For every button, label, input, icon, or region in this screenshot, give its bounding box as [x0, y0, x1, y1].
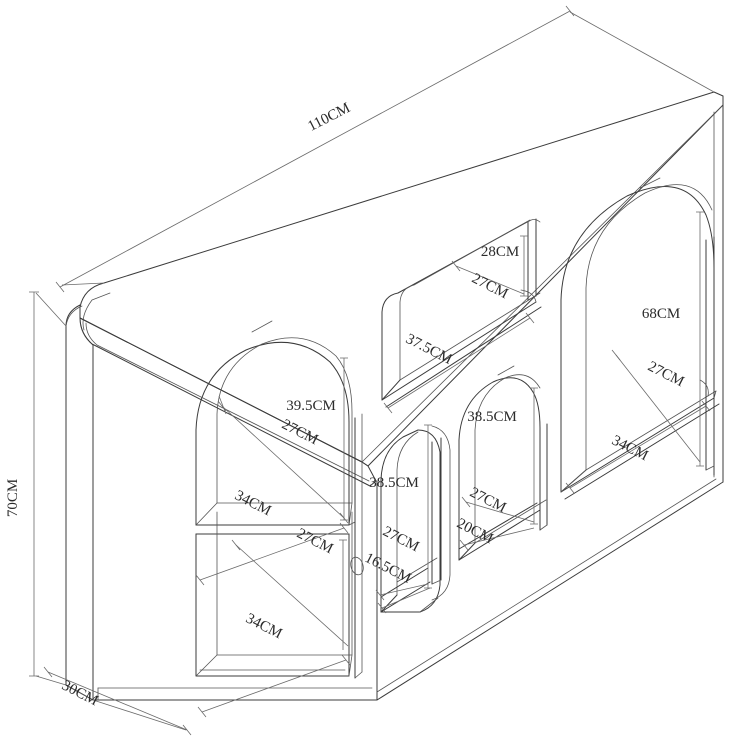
compartment-narrow-tall-cell — [380, 425, 451, 613]
cabinet-outer-body — [65, 91, 724, 701]
compartment-left-lower-box — [195, 511, 353, 677]
dim-34-left — [199, 527, 345, 581]
left-arch-front-profile — [195, 341, 350, 526]
cable-hole-icon — [350, 556, 364, 576]
dim-line-overall-width — [59, 10, 571, 288]
dimension-lines — [29, 5, 715, 736]
dim-label-overall-width: 110CM — [305, 100, 353, 135]
dim-label-mid-arch-depth: 27CM — [467, 485, 508, 517]
base-thickness — [65, 684, 373, 701]
dim-label-mid-arch-height: 38.5CM — [467, 409, 517, 425]
narrow-cell-front-profile — [380, 429, 419, 613]
dim-37-5 — [387, 317, 531, 409]
dim-label-narrow-cell-depth: 27CM — [380, 524, 421, 556]
dim-label-lower-left-width: 34CM — [243, 611, 284, 643]
dim-line-overall-depth — [47, 671, 188, 731]
dim-label-narrow-cell-width: 16.5CM — [362, 550, 413, 587]
vertical-dividers — [354, 413, 363, 679]
dim-label-right-arch-height: 68CM — [642, 306, 680, 322]
top-surface — [79, 91, 724, 467]
dim-label-overall-height: 70CM — [5, 479, 21, 517]
upper-mid-back-profile — [399, 219, 531, 381]
left-lower-front-opening — [195, 533, 350, 677]
left-arch-back-profile — [216, 337, 353, 504]
dim-label-lower-left-depth: 27CM — [294, 526, 335, 558]
dim-34-left-lower — [201, 659, 347, 713]
left-end-panel — [65, 304, 94, 701]
dim-label-left-arch-height: 39.5CM — [286, 398, 336, 414]
compartment-upper-mid-shelf — [381, 218, 542, 408]
dim-label-upper-mid-height: 28CM — [481, 244, 519, 260]
dim-label-narrow-cell-height: 38.5CM — [369, 475, 419, 491]
narrow-cell-back-profile — [396, 431, 419, 596]
upper-mid-right-jamb — [527, 218, 537, 301]
mid-arch-front-profile — [458, 377, 541, 561]
right-arch-back-profile — [585, 184, 713, 471]
dim-label-right-arch-depth: 27CM — [645, 359, 686, 391]
compartment-right-tall-arch — [560, 177, 720, 500]
dim-label-left-arch-width: 34CM — [232, 488, 273, 520]
mid-arch-back-profile — [474, 374, 541, 544]
left-lower-back-opening — [216, 511, 353, 656]
upper-mid-front-profile — [381, 221, 528, 401]
compartment-mid-arch-cell — [458, 365, 548, 561]
dim-34-right — [569, 405, 707, 489]
